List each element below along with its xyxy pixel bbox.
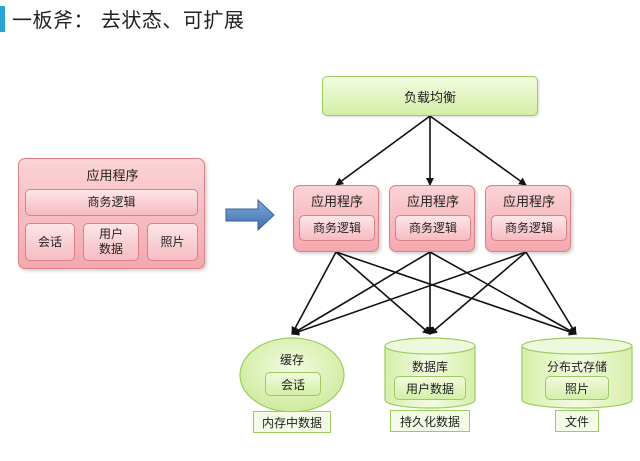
app-instance-label: 应用程序 <box>502 195 555 210</box>
lb-to-app1-line <box>335 115 431 186</box>
monolith-user-data-line1: 用户 <box>98 227 123 241</box>
distributed-title: 分布式存储 <box>546 360 607 374</box>
monolith-app-box: 应用程序 商务逻辑 会话 用户 数据 照片 <box>18 158 205 269</box>
monolith-user-data: 用户 数据 <box>83 223 139 261</box>
app-instance-2: 应用程序 商务逻辑 <box>389 185 475 252</box>
title-accent-bar <box>0 6 5 32</box>
distributed-item-photos: 照片 <box>545 376 609 400</box>
app-instance-1: 应用程序 商务逻辑 <box>293 185 379 252</box>
app-instance-label: 应用程序 <box>310 195 363 210</box>
cache-caption: 内存中数据 <box>253 411 331 433</box>
cache-title: 缓存 <box>279 353 304 367</box>
load-balancer-box: 负载均衡 <box>322 76 538 116</box>
database-title: 数据库 <box>411 360 448 374</box>
cache-item-session: 会话 <box>265 372 321 396</box>
right-arrow-icon <box>225 198 275 232</box>
distributed-caption: 文件 <box>555 410 599 432</box>
monolith-user-data-line2: 数据 <box>98 242 123 256</box>
app-instance-biz-logic: 商务逻辑 <box>395 215 471 241</box>
app-instance-label: 应用程序 <box>406 195 459 210</box>
page-title: 一板斧： 去状态、可扩展 <box>12 8 245 32</box>
monolith-app-label: 应用程序 <box>86 169 139 184</box>
app-instance-biz-logic: 商务逻辑 <box>491 215 567 241</box>
lb-to-app3-line <box>429 115 527 186</box>
database-item-user-data: 用户数据 <box>394 376 466 400</box>
app-instance-biz-logic: 商务逻辑 <box>299 215 375 241</box>
monolith-session: 会话 <box>25 223 75 261</box>
monolith-photos: 照片 <box>147 223 198 261</box>
monolith-biz-logic: 商务逻辑 <box>25 189 198 216</box>
app-instance-3: 应用程序 商务逻辑 <box>485 185 571 252</box>
database-caption: 持久化数据 <box>390 410 470 432</box>
